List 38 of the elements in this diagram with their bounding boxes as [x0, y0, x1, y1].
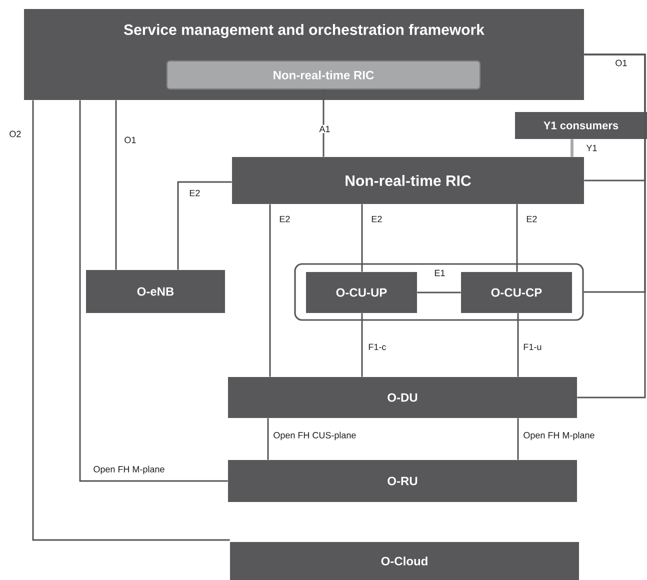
connector-line	[361, 313, 363, 377]
component-box: O-DU	[228, 377, 577, 418]
component-box: O-Cloud	[230, 542, 579, 580]
connector-line	[417, 292, 461, 294]
connector-line	[32, 100, 230, 541]
edge-label: O1	[123, 136, 138, 144]
ric-box: Non-real-time RIC	[166, 60, 481, 90]
connector-line	[79, 100, 228, 482]
component-box: O-RU	[228, 460, 577, 502]
edge-label: F1-u	[522, 342, 543, 352]
edge-label: A1	[318, 124, 332, 134]
connector-line	[361, 204, 363, 272]
connector-line	[517, 418, 519, 460]
edge-label: E2	[525, 214, 538, 224]
edge-label: E2	[370, 214, 384, 224]
edge-label: Y1	[585, 144, 598, 152]
connector-line	[577, 54, 646, 398]
connector-line	[516, 204, 518, 272]
consumer-box: Y1 consumers	[515, 112, 647, 139]
component-box: O-CU-CP	[461, 272, 572, 313]
edge-label: Open FH CUS-plane	[272, 430, 358, 442]
edge-label: E2	[278, 214, 292, 224]
component-box: O-eNB	[86, 270, 225, 313]
connector-line	[570, 139, 574, 157]
edge-label: O1	[614, 58, 628, 68]
edge-label: E2	[188, 188, 202, 198]
edge-label: F1-c	[367, 342, 388, 352]
edge-label: Open FH M-plane	[522, 430, 596, 442]
connector-line	[322, 90, 324, 157]
ric-box: Non-real-time RIC	[232, 157, 584, 204]
connector-line	[269, 204, 271, 377]
connector-line	[267, 418, 269, 460]
connector-line	[115, 100, 117, 270]
connector-line	[177, 181, 232, 270]
component-box: O-CU-UP	[306, 272, 417, 313]
connector-line	[517, 313, 519, 377]
edge-label: O2	[8, 130, 22, 138]
edge-label: Open FH M-plane	[92, 464, 166, 476]
